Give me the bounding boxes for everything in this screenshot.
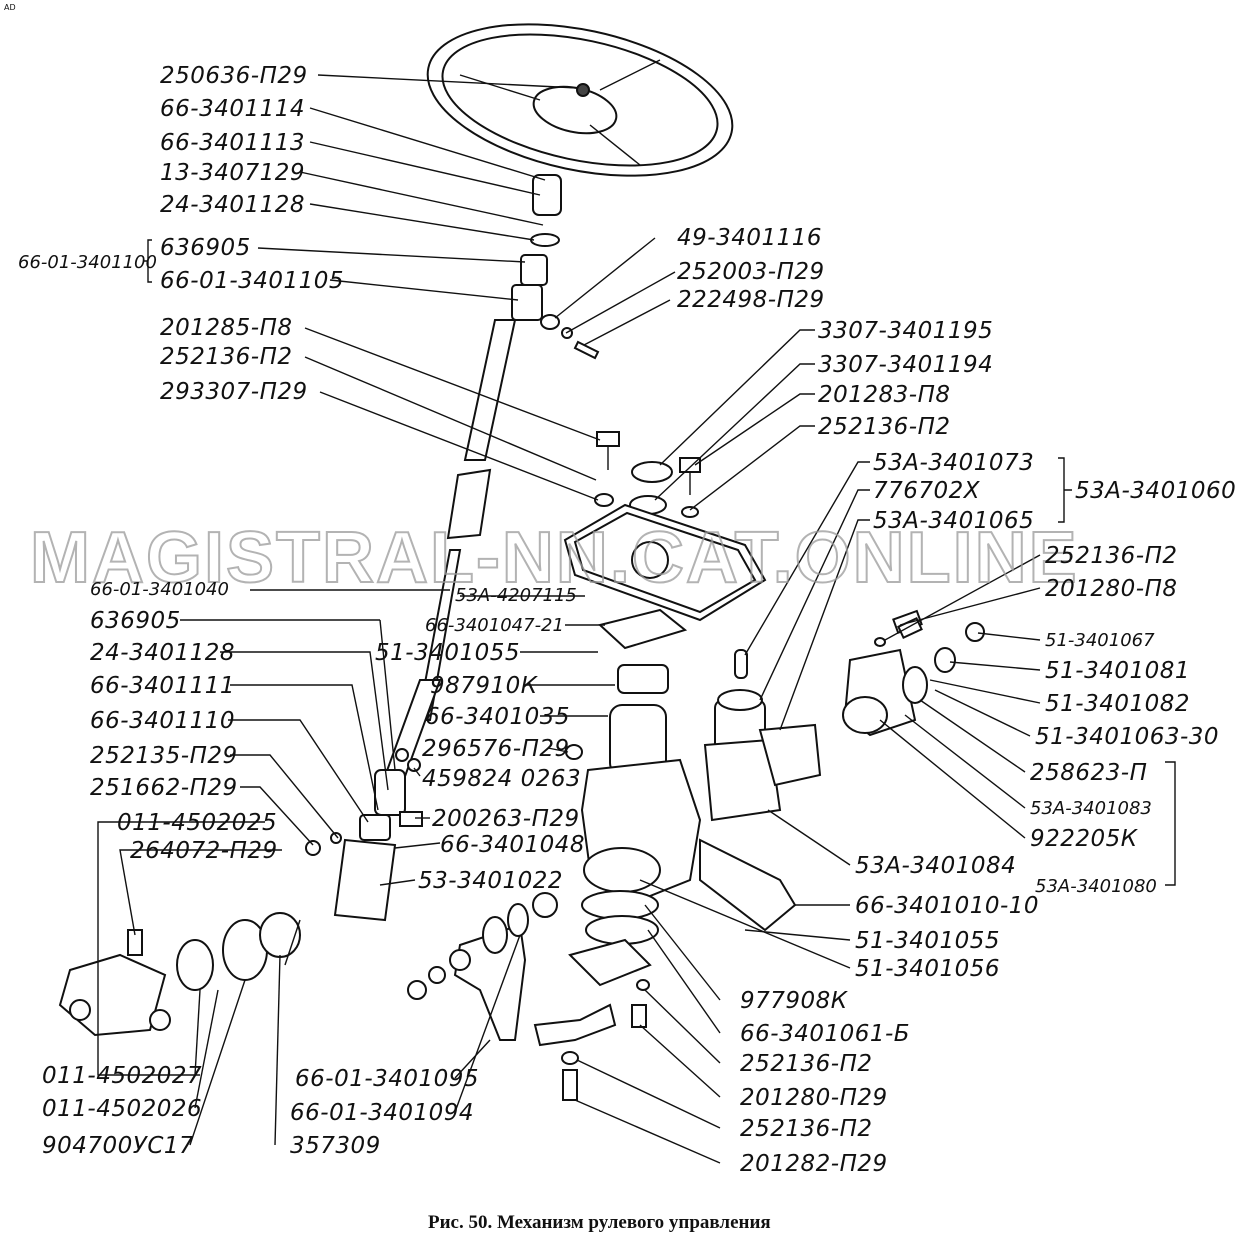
label-222498-p29: 222498-П29 xyxy=(677,287,825,313)
watermark-text: MAGISTRAL-NN.CAT.ONLINE xyxy=(30,518,1079,598)
figure-caption: Рис. 50. Механизм рулевого управления xyxy=(428,1212,771,1233)
label-66-01-3401094: 66-01-3401094 xyxy=(290,1100,474,1126)
label-51-3401055-a: 51-3401055 xyxy=(375,640,520,666)
label-011-4502027: 011-4502027 xyxy=(42,1063,202,1089)
label-66-3401111: 66-3401111 xyxy=(90,673,235,699)
label-357309: 357309 xyxy=(290,1133,381,1159)
label-459824-0263: 459824 0263 xyxy=(422,766,581,792)
label-3307-3401195: 3307-3401195 xyxy=(818,318,993,344)
label-66-3401010-10: 66-3401010-10 xyxy=(855,893,1039,919)
label-51-3401063-30: 51-3401063-30 xyxy=(1035,724,1219,750)
pitman-arm xyxy=(407,892,558,1041)
label-776702X: 776702Х xyxy=(873,478,981,504)
label-252136-p2-b: 252136-П2 xyxy=(818,414,951,440)
column-top-parts xyxy=(463,174,600,461)
label-201285-p8: 201285-П8 xyxy=(160,315,293,341)
label-252003-p29: 252003-П29 xyxy=(677,259,825,285)
label-66-3401035: 66-3401035 xyxy=(425,704,570,730)
label-66-01-3401040: 66-01-3401040 xyxy=(90,579,229,600)
label-201283-p8: 201283-П8 xyxy=(818,382,951,408)
label-53A-3401073: 53А-3401073 xyxy=(873,450,1034,476)
label-51-3401055-b: 51-3401055 xyxy=(855,928,1000,954)
label-66-01-3401095: 66-01-3401095 xyxy=(295,1066,479,1092)
label-264072-p29: 264072-П29 xyxy=(130,838,278,864)
part-labels: 250636-П29 66-3401114 66-3401113 13-3407… xyxy=(18,63,1236,1177)
label-201280-p29: 201280-П29 xyxy=(740,1085,888,1111)
label-51-3401067: 51-3401067 xyxy=(1045,630,1155,651)
label-250636-p29: 250636-П29 xyxy=(160,63,308,89)
label-24-3401128-b: 24-3401128 xyxy=(90,640,235,666)
label-636905-top: 636905 xyxy=(160,235,251,261)
label-636905-mid: 636905 xyxy=(90,608,181,634)
label-13-3407129: 13-3407129 xyxy=(160,160,305,186)
label-3307-3401194: 3307-3401194 xyxy=(818,352,993,378)
label-66-01-3401100: 66-01-3401100 xyxy=(18,252,157,273)
label-200263-p29: 200263-П29 xyxy=(432,806,580,832)
label-011-4502025: 011-4502025 xyxy=(117,810,277,836)
label-293307-p29: 293307-П29 xyxy=(160,379,308,405)
label-252135-p29: 252135-П29 xyxy=(90,743,238,769)
label-24-3401128: 24-3401128 xyxy=(160,192,305,218)
parts-drawing xyxy=(58,23,985,1101)
label-66-3401047-21: 66-3401047-21 xyxy=(425,615,564,636)
label-258623-p: 258623-П xyxy=(1030,760,1147,786)
label-53A-3401080: 53А-3401080 xyxy=(1035,876,1157,897)
label-252136-p2-c: 252136-П2 xyxy=(1045,543,1178,569)
leader-lines xyxy=(97,74,1176,1164)
label-987910K: 987910К xyxy=(430,673,539,699)
steering-shaft xyxy=(378,468,492,791)
label-53A-3401065: 53А-3401065 xyxy=(873,508,1034,534)
label-53A-3401084: 53А-3401084 xyxy=(855,853,1016,879)
steering-wheel xyxy=(426,23,734,177)
label-53A-3401083: 53А-3401083 xyxy=(1030,798,1152,819)
label-201280-p8: 201280-П8 xyxy=(1045,576,1178,602)
bottom-cover xyxy=(533,890,659,1101)
universal-joint xyxy=(305,769,423,922)
label-977908K: 977908К xyxy=(740,988,849,1014)
label-66-3401048: 66-3401048 xyxy=(440,832,585,858)
label-296576-p29: 296576-П29 xyxy=(422,736,570,762)
gear-housing xyxy=(580,608,797,932)
label-922205K: 922205К xyxy=(1030,826,1139,852)
label-66-3401061-B: 66-3401061-Б xyxy=(740,1021,910,1047)
upper-flange-fasteners xyxy=(594,431,701,518)
label-49-3401116: 49-3401116 xyxy=(677,225,822,251)
label-66-3401113: 66-3401113 xyxy=(160,130,305,156)
side-cover-assembly xyxy=(703,609,985,822)
label-66-3401114: 66-3401114 xyxy=(160,96,305,122)
label-51-3401081: 51-3401081 xyxy=(1045,658,1190,684)
label-252136-p2-a: 252136-П2 xyxy=(160,344,293,370)
label-251662-p29: 251662-П29 xyxy=(90,775,238,801)
corner-mark: AD xyxy=(4,3,16,12)
top-cover-gasket xyxy=(563,503,767,622)
label-66-01-3401105: 66-01-3401105 xyxy=(160,268,344,294)
cross-and-bearings xyxy=(58,912,301,1037)
label-53A-3401060-group: 53А-3401060 xyxy=(1075,478,1236,504)
label-252136-p2-d: 252136-П2 xyxy=(740,1051,873,1077)
label-201282-p29: 201282-П29 xyxy=(740,1151,888,1177)
label-51-3401056: 51-3401056 xyxy=(855,956,1000,982)
label-904700US17: 904700УС17 xyxy=(42,1133,194,1159)
label-53A-4207115: 53А-4207115 xyxy=(455,585,577,606)
label-51-3401082: 51-3401082 xyxy=(1045,691,1190,717)
label-53-3401022: 53-3401022 xyxy=(418,868,563,894)
label-66-3401110: 66-3401110 xyxy=(90,708,235,734)
label-252136-p2-e: 252136-П2 xyxy=(740,1116,873,1142)
label-011-4502026: 011-4502026 xyxy=(42,1096,202,1122)
